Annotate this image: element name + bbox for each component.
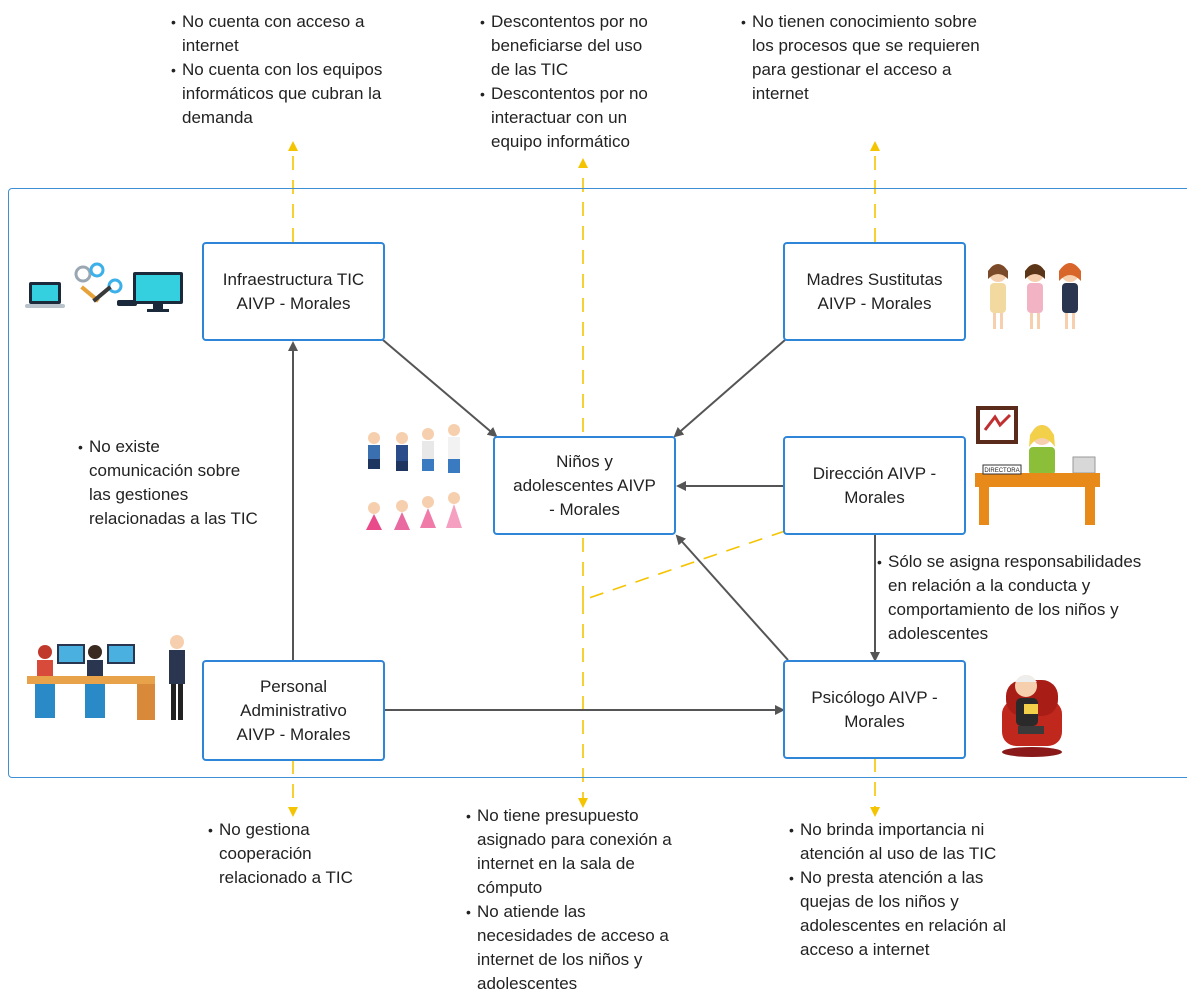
note-item: No existe comunicación sobre las gestion…: [78, 435, 308, 531]
psychologist-in-armchair-illustration: [1002, 675, 1062, 757]
node-infraestructura-tic: Infraestructura TIC AIVP - Morales: [202, 242, 385, 341]
node-ninos-adolescentes: Niños y adolescentes AIVP - Morales: [493, 436, 676, 535]
note-item: No gestiona cooperación relacionado a TI…: [208, 818, 408, 890]
note-item: Sólo se asigna responsabilidades en rela…: [877, 550, 1185, 646]
notes-bottom-center: No tiene presupuesto asignado para conex…: [466, 804, 726, 996]
note-item: Descontentos por no beneficiarse del uso…: [480, 10, 710, 82]
director-plaque-text: DIRECTORA: [984, 468, 1019, 474]
note-item: No atiende las necesidades de acceso a i…: [466, 900, 726, 996]
children-group-illustration: [366, 424, 462, 530]
three-women-illustration: [988, 263, 1081, 329]
note-item: No tienen conocimiento sobre los proceso…: [741, 10, 1041, 106]
computers-network-icon: [25, 262, 183, 312]
notes-top-right: No tienen conocimiento sobre los proceso…: [741, 10, 1041, 106]
arrow-madres-to-ninos: [673, 339, 786, 438]
note-item: No tiene presupuesto asignado para conex…: [466, 804, 726, 900]
node-ninos-label: Niños y adolescentes AIVP - Morales: [513, 451, 656, 519]
note-item: No cuenta con los equipos informáticos q…: [171, 58, 441, 130]
notes-top-left: No cuenta con acceso a internet No cuent…: [171, 10, 441, 130]
arrow-infra-to-ninos: [382, 339, 498, 438]
node-direccion-label: Dirección AIVP - Morales: [812, 463, 937, 507]
notes-top-center: Descontentos por no beneficiarse del uso…: [480, 10, 710, 154]
notes-bottom-right: No brinda importancia ni atención al uso…: [789, 818, 1069, 962]
office-workers-illustration: [27, 635, 185, 720]
node-infraestructura-label: Infraestructura TIC AIVP - Morales: [222, 269, 365, 313]
note-item: No brinda importancia ni atención al uso…: [789, 818, 1069, 866]
node-psicologo: Psicólogo AIVP - Morales: [783, 660, 966, 759]
node-direccion: Dirección AIVP - Morales: [783, 436, 966, 535]
note-item: No cuenta con acceso a internet: [171, 10, 441, 58]
arrow-psicologo-to-ninos: [675, 534, 789, 661]
director-at-desk-illustration: DIRECTORA: [975, 406, 1100, 525]
notes-left-mid: No existe comunicación sobre las gestion…: [78, 435, 308, 531]
node-personal-label: Personal Administrativo AIVP - Morales: [236, 676, 351, 744]
node-madres-label: Madres Sustitutas AIVP - Morales: [806, 269, 943, 313]
note-item: Descontentos por no interactuar con un e…: [480, 82, 710, 154]
notes-right-mid: Sólo se asigna responsabilidades en rela…: [877, 550, 1185, 646]
notes-bottom-left: No gestiona cooperación relacionado a TI…: [208, 818, 408, 890]
note-item: No presta atención a las quejas de los n…: [789, 866, 1069, 962]
scope-frame: [8, 188, 1187, 778]
node-personal-administrativo: Personal Administrativo AIVP - Morales: [202, 660, 385, 761]
node-psicologo-label: Psicólogo AIVP - Morales: [811, 687, 938, 731]
node-madres-sustitutas: Madres Sustitutas AIVP - Morales: [783, 242, 966, 341]
dashed-direccion-diag: [582, 530, 786, 601]
